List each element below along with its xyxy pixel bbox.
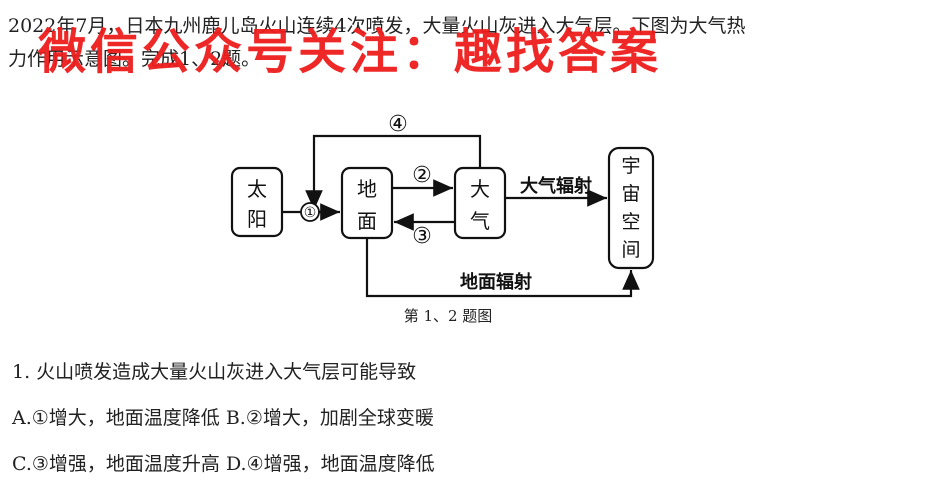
marker-4: ④ (388, 112, 408, 137)
intro-line-1: 2022年7月，日本九州鹿儿岛火山连续4次喷发，大量火山灰进入大气层。下图为大气… (8, 15, 746, 37)
svg-text:④: ④ (388, 112, 408, 137)
svg-text:①: ① (304, 205, 317, 221)
option-b[interactable]: B.②增大，加剧全球变暖 (225, 407, 434, 429)
sun-box (230, 166, 284, 238)
sun-label-2: 阳 (247, 207, 267, 231)
space-label-3: 空 (621, 211, 640, 233)
space-label-2: 宙 (621, 183, 640, 205)
option-c[interactable]: C.③增强，地面温度升高 (12, 453, 220, 475)
ground-label-2: 面 (357, 209, 377, 233)
atmosphere-label-2: 气 (470, 209, 490, 233)
question-stem: 1. 火山喷发造成大量火山灰进入大气层可能导致 (12, 361, 417, 383)
options-row-2: C.③增强，地面温度升高 D.④增强，地面温度降低 (12, 449, 435, 476)
space-label-1: 宇 (621, 155, 640, 177)
intro-text: 2022年7月，日本九州鹿儿岛火山连续4次喷发，大量火山灰进入大气层。下图为大气… (8, 10, 918, 76)
arrow-ground-radiation (365, 238, 640, 298)
watermark: 微信公众号关注：趣找答案 (38, 24, 663, 80)
marker-3: ③ (412, 224, 432, 249)
options-row-1: A.①增大，地面温度降低 B.②增大，加剧全球变暖 (12, 403, 434, 430)
ground-label-1: 地 (357, 177, 377, 201)
ground-radiation-label: 地面辐射 (460, 271, 532, 293)
svg-text:②: ② (412, 163, 432, 188)
space-box (607, 146, 655, 270)
space-label-4: 间 (621, 239, 640, 261)
option-d[interactable]: D.④增强，地面温度降低 (225, 453, 435, 475)
sun-label-1: 太 (247, 177, 267, 201)
atm-radiation-label: 大气辐射 (520, 175, 592, 197)
diagram-caption: 第 1、2 题图 (404, 307, 493, 325)
svg-text:③: ③ (412, 224, 432, 249)
atmosphere-label-1: 大 (470, 177, 490, 201)
marker-1: ① (300, 202, 320, 222)
intro-line-2: 力作用示意图。完成1、2题。 (8, 48, 261, 70)
arrow-4 (305, 134, 482, 210)
option-a[interactable]: A.①增大，地面温度降低 (12, 407, 220, 429)
marker-2: ② (412, 163, 432, 188)
